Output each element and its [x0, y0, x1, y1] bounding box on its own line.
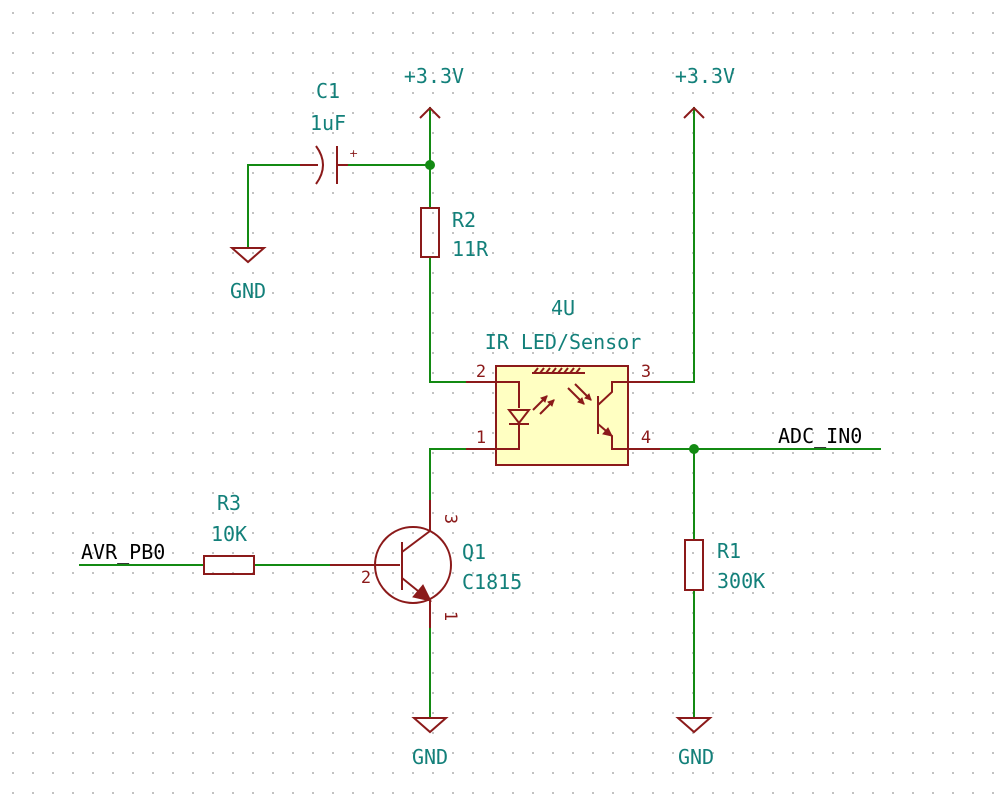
- c1-polarity-mark: +: [349, 147, 358, 160]
- gnd-q1-label: GND: [412, 745, 448, 769]
- vcc-left-label: +3.3V: [404, 64, 464, 88]
- u4-ref: 4U: [551, 296, 575, 320]
- gnd-symbol-q1: GND: [411, 717, 449, 769]
- gnd-c1-label: GND: [230, 279, 266, 303]
- u4-pin1-number: 1: [476, 428, 486, 448]
- net-label-avr-pb0: AVR_PB0: [81, 540, 165, 564]
- q1-pin3-number: 3: [440, 514, 460, 524]
- gnd-r1-label: GND: [678, 745, 714, 769]
- u4-pin4-number: 4: [641, 428, 651, 448]
- r3-ref: R3: [217, 491, 241, 515]
- q1-pin2-number: 2: [361, 568, 371, 588]
- optocoupler-u4: 4U IR LED/Sensor 2 1 3 4: [466, 296, 660, 466]
- phototransistor-symbol: [597, 381, 628, 450]
- resistor-r1: R1 300K: [684, 539, 765, 593]
- q1-value: C1815: [462, 570, 522, 594]
- sensor-window-hatch: [532, 367, 585, 374]
- resistor-r2: R2 11R: [420, 207, 489, 261]
- r1-value: 300K: [717, 569, 765, 593]
- power-vcc-left: +3.3V: [404, 64, 464, 119]
- u4-body: [495, 365, 629, 466]
- wires: [79, 107, 881, 719]
- resistor-r3: R3 10K: [203, 491, 255, 575]
- transistor-q1: 2 3 1 Q1 C1815: [330, 500, 522, 628]
- q1-pin1-number: 1: [440, 611, 460, 621]
- r2-value: 11R: [452, 237, 489, 261]
- u4-pin3-number: 3: [641, 362, 651, 382]
- power-vcc-right: +3.3V: [675, 64, 735, 119]
- gnd-symbol-r1: GND: [675, 717, 714, 769]
- junction-vcc-c1: [425, 160, 435, 170]
- q1-ref: Q1: [462, 540, 486, 564]
- r3-value: 10K: [211, 522, 247, 546]
- u4-pin2-number: 2: [476, 362, 486, 382]
- u4-value: IR LED/Sensor: [485, 330, 642, 354]
- vcc-right-label: +3.3V: [675, 64, 735, 88]
- net-label-adc-in0: ADC_IN0: [778, 424, 862, 448]
- gnd-symbol-c1: GND: [229, 247, 267, 303]
- led-symbol: [496, 381, 555, 450]
- c1-ref: C1: [316, 79, 340, 103]
- r2-ref: R2: [452, 208, 476, 232]
- junction-adc-r1: [689, 444, 699, 454]
- r1-ref: R1: [717, 539, 741, 563]
- capacitor-c1: + C1 1uF: [300, 79, 358, 185]
- c1-value: 1uF: [310, 111, 346, 135]
